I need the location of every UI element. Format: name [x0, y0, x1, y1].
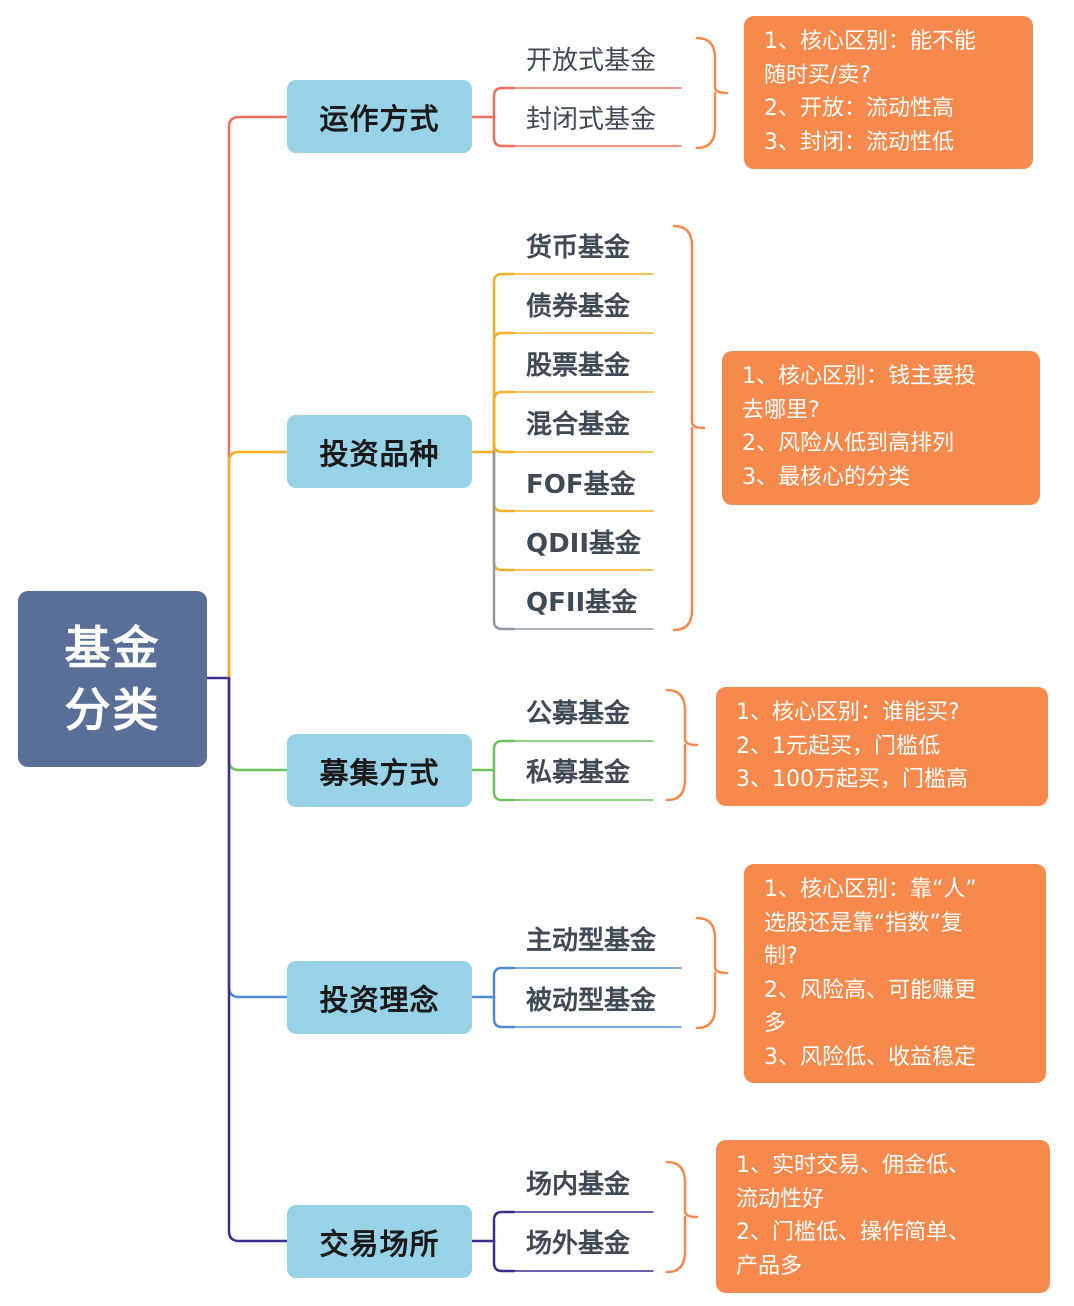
note-trading-venue: 1、实时交易、佣金低、 流动性好 2、门槛低、操作简单、 产品多	[716, 1140, 1050, 1293]
branch-connector	[227, 450, 289, 680]
branch-label: 投资理念	[319, 982, 440, 1017]
root-title-line1: 基金	[64, 621, 161, 675]
note-line: 1、核心区别：钱主要投	[742, 364, 976, 389]
note-line: 制?	[764, 944, 798, 969]
branch-fundraising-method[interactable]: 募集方式	[287, 734, 472, 807]
note-line: 3、风险低、收益稳定	[764, 1044, 976, 1070]
leaf-passive-fund[interactable]: 被动型基金	[526, 986, 657, 1016]
bracket-fundraising-method	[665, 688, 699, 802]
root-title-line2: 分类	[64, 683, 161, 737]
note-line: 选股还是靠“指数”复	[764, 910, 963, 936]
branch-trading-venue[interactable]: 交易场所	[287, 1205, 472, 1278]
branch-investment-type[interactable]: 投资品种	[287, 415, 472, 488]
child-connector	[492, 966, 516, 999]
leaf-open-end-fund[interactable]: 开放式基金	[526, 46, 657, 76]
child-connector	[492, 450, 516, 631]
child-connector	[492, 995, 516, 1029]
branch-operation-mode[interactable]: 运作方式	[287, 80, 472, 153]
branch-label: 交易场所	[319, 1226, 440, 1261]
note-line: 流动性好	[736, 1186, 825, 1212]
bracket-investment-type	[672, 224, 706, 632]
note-line: 3、最核心的分类	[742, 464, 910, 490]
branch-investment-philosophy[interactable]: 投资理念	[287, 961, 472, 1034]
note-line: 2、风险高、可能赚更	[764, 977, 976, 1003]
leaf-closed-end-fund[interactable]: 封闭式基金	[526, 105, 657, 135]
note-line: 2、开放：流动性高	[764, 96, 954, 121]
leaf-hybrid-fund[interactable]: 混合基金	[526, 410, 631, 440]
child-connector	[492, 1210, 516, 1243]
note-line: 1、核心区别：谁能买?	[736, 700, 960, 725]
note-line: 1、实时交易、佣金低、	[736, 1153, 970, 1178]
leaf-fof-fund[interactable]: FOF基金	[526, 470, 636, 500]
child-connector	[492, 443, 516, 454]
bracket-trading-venue	[665, 1160, 699, 1274]
leaf-bond-fund[interactable]: 债券基金	[526, 292, 631, 322]
branch-connector	[227, 115, 289, 680]
child-connector	[492, 1239, 516, 1273]
note-line: 多	[764, 1011, 787, 1036]
branch-connector	[227, 676, 289, 999]
leaf-money-market-fund[interactable]: 货币基金	[526, 233, 631, 263]
leaf-stock-fund[interactable]: 股票基金	[526, 351, 631, 381]
branch-label: 募集方式	[319, 755, 440, 790]
root-node[interactable]: 基金 分类	[18, 591, 207, 767]
child-connector	[492, 331, 516, 454]
child-connector	[492, 390, 516, 454]
note-line: 3、100万起买，门槛高	[736, 767, 968, 792]
note-line: 产品多	[736, 1253, 803, 1279]
branch-label: 投资品种	[319, 436, 440, 471]
note-line: 2、门槛低、操作简单、	[736, 1220, 970, 1245]
note-line: 1、核心区别：靠“人”	[764, 877, 977, 902]
leaf-on-exchange-fund[interactable]: 场内基金	[526, 1170, 631, 1200]
child-connector	[492, 115, 516, 148]
note-line: 1、核心区别：能不能	[764, 29, 976, 54]
branch-connector	[227, 676, 289, 1243]
leaf-qfii-fund[interactable]: QFII基金	[526, 588, 638, 618]
note-operation-mode: 1、核心区别：能不能 随时买/卖? 2、开放：流动性高 3、封闭：流动性低	[744, 16, 1033, 169]
bracket-investment-philosophy	[695, 916, 729, 1030]
branch-label: 运作方式	[319, 101, 440, 136]
child-connector	[492, 768, 516, 802]
note-line: 3、封闭：流动性低	[764, 129, 954, 155]
leaf-public-fund[interactable]: 公募基金	[526, 699, 631, 729]
note-investment-type: 1、核心区别：钱主要投 去哪里? 2、风险从低到高排列 3、最核心的分类	[722, 351, 1040, 505]
note-line: 随时买/卖?	[764, 62, 872, 88]
note-investment-philosophy: 1、核心区别：靠“人” 选股还是靠“指数”复 制? 2、风险高、可能赚更 多 3…	[744, 864, 1046, 1083]
child-connector	[492, 86, 516, 119]
branch-connector	[227, 676, 289, 772]
child-connector	[492, 739, 516, 772]
note-fundraising-method: 1、核心区别：谁能买? 2、1元起买，门槛低 3、100万起买，门槛高	[716, 687, 1048, 806]
child-connector	[492, 450, 516, 513]
child-connector	[492, 272, 516, 454]
note-line: 2、1元起买，门槛低	[736, 733, 940, 759]
note-line: 去哪里?	[742, 397, 820, 423]
leaf-qdii-fund[interactable]: QDII基金	[526, 529, 642, 559]
leaf-active-fund[interactable]: 主动型基金	[526, 926, 657, 956]
note-line: 2、风险从低到高排列	[742, 431, 954, 456]
leaf-off-exchange-fund[interactable]: 场外基金	[526, 1229, 631, 1259]
bracket-operation-mode	[695, 36, 729, 150]
leaf-private-fund[interactable]: 私募基金	[526, 758, 631, 788]
